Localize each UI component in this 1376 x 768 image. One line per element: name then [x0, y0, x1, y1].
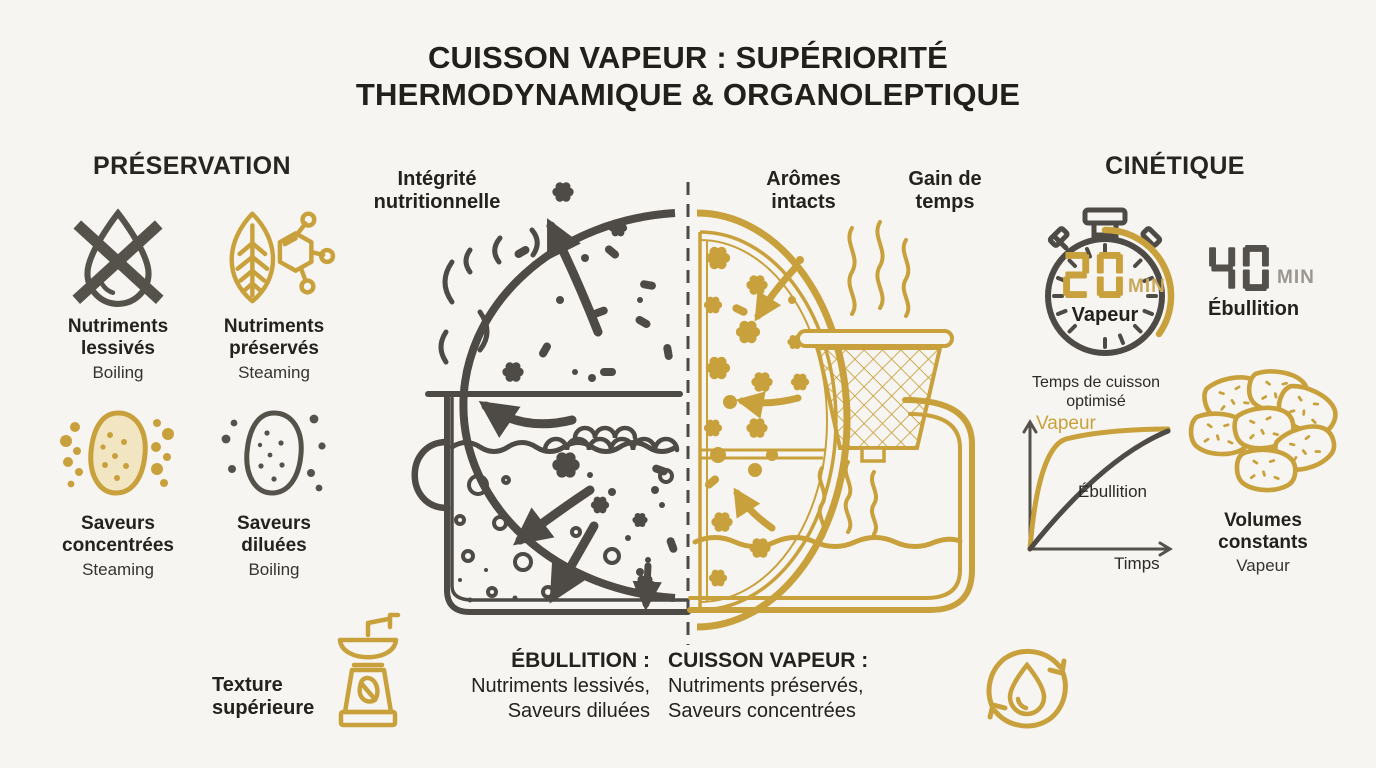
retain-arrows — [733, 264, 802, 532]
boil-minutes-display — [1209, 245, 1269, 291]
steam-minutes-display — [1063, 252, 1123, 298]
preservation-item-flavors-diluted: Saveurs diluées Boiling — [196, 399, 352, 580]
coffee-grinder-icon — [337, 612, 401, 728]
steam-half-oval — [696, 209, 851, 631]
chart-title-line2: optimisé — [1066, 392, 1126, 410]
chart-title: Temps de cuisson optimisé — [1006, 374, 1186, 412]
steam-minutes-unit: MIN — [1128, 276, 1166, 297]
potatoes-cluster-icon — [1188, 369, 1338, 493]
volumes-sublabel: Vapeur — [1236, 555, 1290, 575]
steamer-basket — [796, 329, 954, 463]
item-label: Saveurs concentrées — [62, 513, 174, 557]
boil-timer-label: Ébullition — [1208, 298, 1300, 320]
boil-minutes-unit: MIN — [1277, 267, 1315, 288]
item-sublabel: Steaming — [238, 363, 310, 383]
caption-steam-line2: Saveurs concentrées — [668, 699, 856, 722]
leaf-molecule-icon — [229, 211, 336, 304]
caption-steam-line1: Nutriments préservés, — [668, 675, 864, 698]
caption-boiling-title: ÉBULLITION : — [511, 649, 650, 672]
item-sublabel: Steaming — [82, 560, 154, 580]
escaping-nutrient-particles — [502, 182, 678, 595]
page-title: CUISSON VAPEUR : SUPÉRIORITÉ THERMODYNAM… — [0, 40, 1376, 113]
preservation-item-flavors-concentrated: Saveurs concentrées Steaming — [40, 399, 196, 580]
crossed-droplet-icon — [72, 208, 164, 307]
water-cycle-icon — [986, 648, 1068, 729]
boiling-pot — [411, 391, 691, 615]
steam-curls-dark — [438, 227, 540, 365]
steam-wisps — [817, 220, 911, 540]
caption-steam: CUISSON VAPEUR : Nutriments préservés, S… — [668, 648, 918, 724]
chart-series-boil-label: Ébullition — [1078, 482, 1147, 501]
caption-boiling: ÉBULLITION : Nutriments lessivés, Saveur… — [458, 648, 650, 724]
boiling-time: MIN Ébullition — [1208, 245, 1368, 321]
steam-timer-label: Vapeur — [1071, 304, 1139, 326]
chart-plot — [1022, 419, 1173, 557]
caption-boiling-line2: Saveurs diluées — [507, 699, 650, 722]
pot-comparison-diagram — [411, 182, 975, 645]
preservation-heading: PRÉSERVATION — [93, 152, 291, 180]
item-sublabel: Boiling — [248, 560, 300, 580]
label-time-saving: Gain de temps — [908, 168, 982, 213]
chart-title-line1: Temps de cuisson — [1031, 374, 1161, 391]
potato-flavors-diluted-icon — [221, 410, 326, 496]
chart-series-steam-label: Vapeur — [1036, 413, 1096, 434]
stopwatch-icon — [1045, 207, 1175, 356]
caption-boiling-line1: Nutriments lessivés, — [471, 675, 650, 698]
cooking-time-chart: Temps de cuisson optimisé Vapeur Ébullit… — [1006, 374, 1186, 573]
item-label: Nutriments lessivés — [67, 316, 169, 360]
volumes-label: Volumes constants — [1218, 510, 1308, 553]
page-title-line2: THERMODYNAMIQUE & ORGANOLEPTIQUE — [355, 76, 1021, 112]
item-label: Saveurs diluées — [237, 513, 311, 557]
preservation-item-nutrients-boiling: Nutriments lessivés Boiling — [40, 198, 196, 383]
texture-label: Texture supérieure — [212, 674, 315, 720]
kinetics-heading: CINÉTIQUE — [1105, 152, 1245, 180]
label-nutritional-integrity: Intégrité nutritionnelle — [373, 168, 501, 213]
chart-x-axis-label: Timps — [1114, 554, 1160, 573]
page-title-line1: CUISSON VAPEUR : SUPÉRIORITÉ — [427, 40, 949, 75]
stopwatch-steam: MIN Vapeur — [1028, 203, 1208, 368]
item-sublabel: Boiling — [92, 363, 144, 383]
volumes-block: Volumes constants Vapeur — [1188, 369, 1338, 576]
label-aromas-intact: Arômes intacts — [766, 168, 841, 213]
retained-aroma-particles — [703, 246, 810, 587]
potato-flavors-concentrated-icon — [60, 410, 174, 496]
caption-steam-title: CUISSON VAPEUR : — [668, 649, 869, 672]
steam-pot — [687, 397, 975, 613]
preservation-grid: Nutriments lessivés Boiling — [40, 198, 352, 580]
item-label: Nutriments préservés — [223, 316, 325, 360]
escape-arrows — [478, 218, 662, 611]
preservation-item-nutrients-steaming: Nutriments préservés Steaming — [196, 198, 352, 383]
